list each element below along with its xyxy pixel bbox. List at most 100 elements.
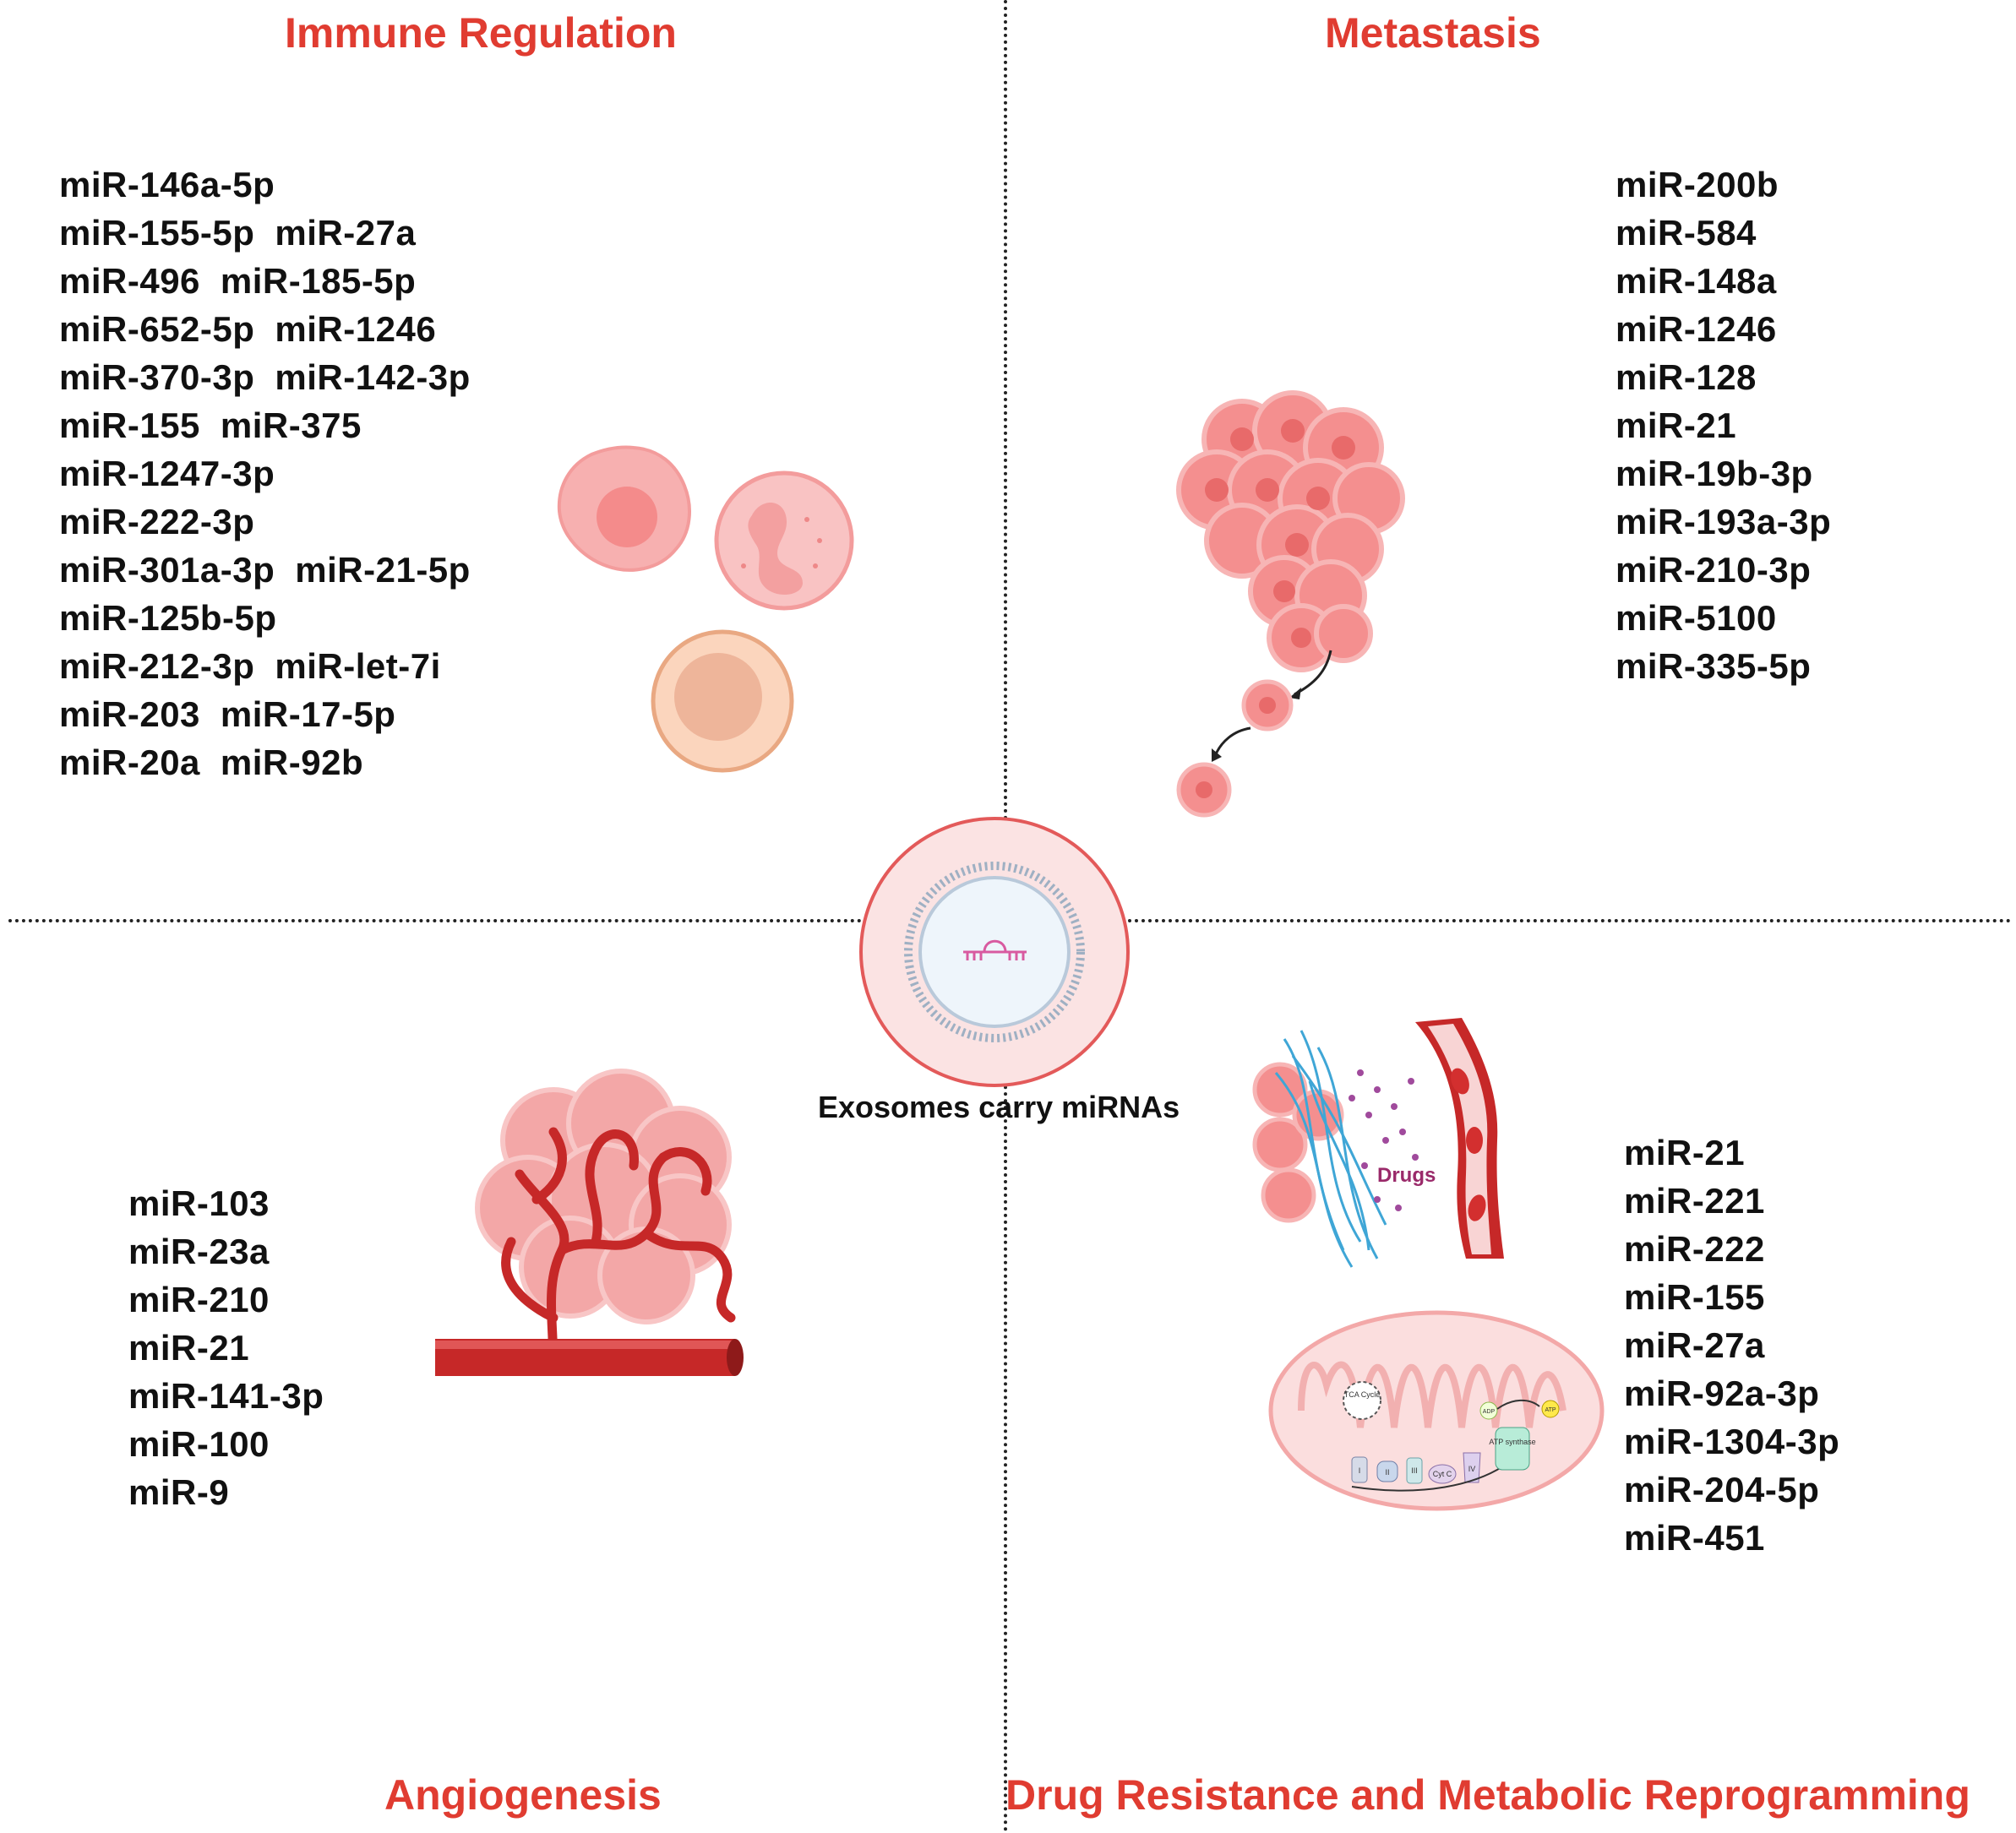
title-metastasis: Metastasis <box>1325 9 1541 57</box>
mirna-row: miR-21 <box>1624 1129 1860 1177</box>
lymphocyte-icon <box>651 629 794 773</box>
mirna-row: miR-210-3p <box>1616 546 1851 594</box>
mirna-label: miR-200b <box>1616 165 1779 204</box>
mirna-row: miR-5100 <box>1616 594 1851 642</box>
mirna-label: miR-221 <box>1624 1181 1765 1221</box>
mirna-row: miR-125b-5p <box>59 594 491 642</box>
mirna-label: miR-142-3p <box>275 357 471 397</box>
exosome-label: Exosomes carry miRNAs <box>818 1090 1180 1124</box>
mirna-label: miR-27a <box>275 213 417 253</box>
mirna-label: miR-210-3p <box>1616 550 1812 590</box>
mirna-label: miR-21 <box>1616 405 1737 445</box>
mirna-row: miR-128 <box>1616 353 1851 401</box>
mirna-label: miR-451 <box>1624 1518 1765 1558</box>
mirna-label: miR-210 <box>128 1280 270 1319</box>
tca-label: TCA Cycle <box>1344 1390 1381 1399</box>
mirna-label: miR-100 <box>128 1424 270 1464</box>
mirna-label: miR-let-7i <box>275 646 441 686</box>
mirna-row: miR-1247-3p <box>59 449 491 498</box>
mirna-label: miR-21-5p <box>295 550 471 590</box>
mirna-label: miR-222 <box>1624 1229 1765 1269</box>
blood-vessel-branches-icon <box>501 1127 736 1373</box>
mirna-label: miR-496 <box>59 261 200 301</box>
extracellular-matrix-icon <box>1274 1030 1387 1268</box>
title-drug-resistance: Drug Resistance and Metabolic Reprogramm… <box>1005 1771 1970 1819</box>
mirna-label: miR-9 <box>128 1472 230 1512</box>
mirna-label: miR-335-5p <box>1616 646 1812 686</box>
mirna-row: miR-210 <box>128 1275 344 1324</box>
mirna-label: miR-652-5p <box>59 309 255 349</box>
mirna-row: miR-27a <box>1624 1321 1860 1369</box>
mirna-row: miR-148a <box>1616 257 1851 305</box>
mirna-label: miR-1246 <box>1616 309 1777 349</box>
mirna-row: miR-21 <box>128 1324 344 1372</box>
complex-ii-label: II <box>1385 1468 1389 1477</box>
horizontal-divider-right <box>1128 919 2011 922</box>
tumor-cluster-illustration <box>1176 390 1405 818</box>
mirna-label: miR-125b-5p <box>59 598 277 638</box>
exosome-illustration <box>859 817 1130 1087</box>
neutrophil-icon <box>714 470 854 611</box>
mirna-hairpin-icon <box>963 939 1027 960</box>
mirna-row: miR-92a-3p <box>1624 1369 1860 1417</box>
mirna-row: miR-1304-3p <box>1624 1417 1860 1466</box>
mirna-label: miR-21 <box>1624 1133 1746 1172</box>
atp-synthase-icon: ATP synthase ADP ATP <box>1479 1399 1560 1471</box>
mirna-row: miR-155 <box>1624 1273 1860 1321</box>
mirna-row: miR-100 <box>128 1420 344 1468</box>
mirna-label: miR-92b <box>220 742 364 782</box>
cytc-label: Cyt C <box>1433 1470 1452 1478</box>
mirna-label: miR-1246 <box>275 309 437 349</box>
atp-synthase-label: ATP synthase <box>1489 1438 1535 1446</box>
mirna-label: miR-23a <box>128 1232 270 1271</box>
mirna-label: miR-5100 <box>1616 598 1777 638</box>
mirna-row: miR-222 <box>1624 1225 1860 1273</box>
mirna-label: miR-128 <box>1616 357 1757 397</box>
mirna-label: miR-103 <box>128 1183 270 1223</box>
mirna-label: miR-204-5p <box>1624 1470 1820 1509</box>
drug-mirna-list: miR-21 miR-221 miR-222 miR-155 miR-27a miR-92… <box>1624 1129 1860 1562</box>
mirna-row: miR-1246 <box>1616 305 1851 353</box>
tca-cycle-icon: TCA Cycle <box>1343 1381 1381 1420</box>
mirna-label: miR-21 <box>128 1328 250 1368</box>
title-angiogenesis: Angiogenesis <box>384 1771 662 1819</box>
arrow-icon <box>1213 726 1251 757</box>
mirna-row: miR-335-5p <box>1616 642 1851 690</box>
macrophage-icon <box>557 445 691 572</box>
mirna-label: miR-155 <box>1624 1277 1765 1317</box>
main-blood-vessel-icon <box>435 1339 744 1376</box>
mirna-label: miR-19b-3p <box>1616 454 1813 493</box>
mirna-label: miR-212-3p <box>59 646 255 686</box>
mirna-label: miR-148a <box>1616 261 1777 301</box>
electron-transport-chain-icon: I II III Cyt C IV <box>1351 1452 1513 1492</box>
drug-particles-icon <box>1349 1069 1419 1211</box>
mirna-row: miR-193a-3p <box>1616 498 1851 546</box>
mirna-label: miR-222-3p <box>59 502 255 541</box>
mirna-label: miR-146a-5p <box>59 165 275 204</box>
tumor-cells-icon <box>1252 1062 1344 1223</box>
mirna-label: miR-301a-3p <box>59 550 275 590</box>
mirna-row: miR-212-3p miR-let-7i <box>59 642 491 690</box>
mirna-row: miR-103 <box>128 1179 344 1227</box>
mirna-row: miR-200b <box>1616 160 1851 209</box>
mirna-label: miR-92a-3p <box>1624 1373 1820 1413</box>
drug-resistance-illustration <box>1252 1018 1504 1268</box>
mirna-row: miR-496 miR-185-5p <box>59 257 491 305</box>
complex-i-label: I <box>1359 1466 1361 1475</box>
mirna-label: miR-27a <box>1624 1325 1765 1365</box>
mirna-label: miR-185-5p <box>220 261 417 301</box>
mirna-row: miR-584 <box>1616 209 1851 257</box>
mirna-label: miR-20a <box>59 742 200 782</box>
blood-vessel-icon <box>1415 1018 1504 1259</box>
complex-iv-label: IV <box>1468 1465 1476 1473</box>
mirna-row: miR-221 <box>1624 1177 1860 1225</box>
drugs-label: Drugs <box>1377 1164 1436 1187</box>
mirna-row: miR-21 <box>1616 401 1851 449</box>
